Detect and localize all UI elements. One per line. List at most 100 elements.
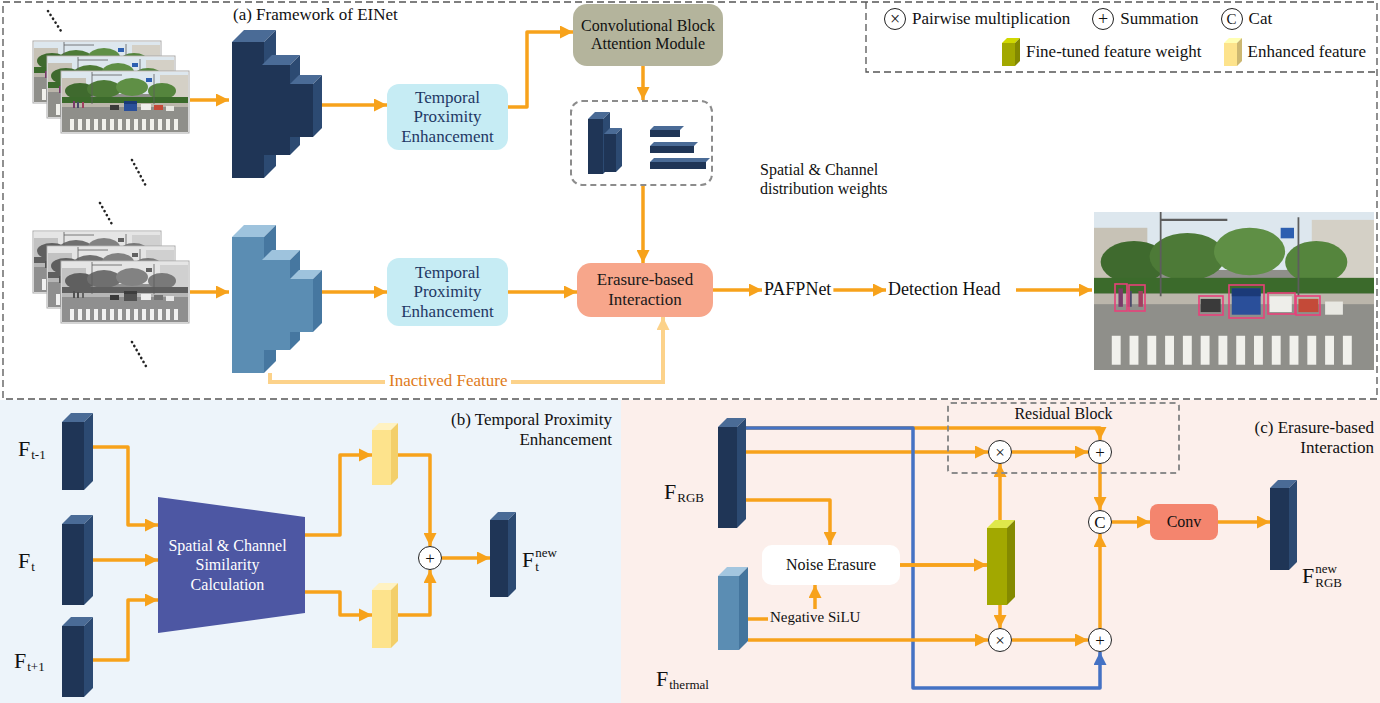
block-front-face	[1224, 43, 1237, 66]
node-text: +	[1095, 444, 1105, 461]
block-side-face	[84, 617, 93, 697]
residual-block-region: Residual Block × +	[947, 402, 1180, 474]
subscript: t	[31, 560, 35, 574]
flow-arrow	[900, 565, 1000, 628]
superscript: new	[1315, 562, 1342, 576]
panel-label: (a) Framework of EINet	[233, 5, 398, 25]
block-front-face	[62, 422, 84, 490]
feature-block	[62, 617, 93, 697]
legend-border	[866, 2, 1377, 72]
flow-arrow	[93, 558, 158, 562]
node-text: Temporal Proximity Enhancement	[393, 88, 502, 147]
feature-symbol: F	[14, 650, 26, 672]
arrowhead	[359, 449, 987, 622]
subscript: RGB	[1315, 576, 1342, 590]
output-image	[1094, 212, 1374, 370]
block-side-face	[1015, 38, 1020, 66]
flow-arrow	[746, 450, 988, 454]
block-front-face	[62, 626, 84, 697]
panel-ground	[0, 400, 621, 703]
flow-arrow	[1098, 464, 1102, 510]
feature-map: Ft-1	[62, 413, 93, 490]
legend-symbol-circle: ×	[884, 8, 906, 30]
operator-symbol: ×	[890, 10, 900, 28]
feature-symbol: F	[664, 481, 676, 503]
subscript: t-1	[31, 448, 45, 462]
block-side-face	[1289, 480, 1297, 570]
feature-map: Ft+1	[62, 617, 93, 697]
flow-arrow	[1218, 520, 1270, 524]
feature-symbol: F	[522, 549, 534, 571]
node-text: Residual Block	[949, 405, 1178, 423]
legend-item: C Cat	[1221, 8, 1273, 30]
index-column: thermal	[669, 665, 709, 692]
trapezoid-fill	[158, 497, 305, 633]
feature-block	[1270, 480, 1297, 570]
operator-circle: +	[1088, 440, 1112, 464]
panel-label: (b) Temporal Proximity Enhancement	[420, 410, 612, 451]
flow-arrow	[746, 428, 1100, 440]
node-text: ×	[995, 444, 1005, 461]
node-text: Temporal Proximity Enhancement	[393, 263, 502, 322]
enhanced-feature-block	[372, 423, 398, 648]
feature-symbol: F	[18, 438, 30, 460]
feature-map: FnewRGB	[1270, 480, 1297, 570]
operator-circle: ×	[988, 628, 1012, 652]
legend-text: Cat	[1249, 9, 1273, 29]
legend-text: Fine-tuned feature weight	[1026, 42, 1202, 62]
subscript: t+1	[27, 660, 44, 674]
similarity-trapezoid: Spatial & Channel Similarity Calculation	[158, 497, 305, 633]
feature-block	[718, 418, 746, 528]
spacer	[677, 478, 704, 491]
feature-block	[62, 413, 93, 490]
superscript: new	[535, 546, 557, 560]
weight-blocks	[588, 112, 622, 174]
flow-arrow	[1012, 638, 1088, 642]
operator-circle: ×	[988, 440, 1012, 464]
legend-swatch	[1224, 38, 1242, 66]
index-column: t-1	[31, 435, 45, 462]
text-node: PAFPNet	[762, 279, 833, 300]
module-box: Temporal Proximity Enhancement	[387, 258, 508, 326]
text-node: Negative SiLU	[768, 609, 862, 626]
module-box: Conv	[1150, 504, 1218, 540]
flow-arrow	[746, 500, 830, 545]
node-text: Spatial & Channel distribution weights	[760, 160, 928, 198]
block-front-face	[1002, 43, 1015, 66]
operator-symbol: +	[1098, 10, 1108, 28]
flow-arrow	[508, 32, 573, 107]
feature-map: Fthermal	[718, 567, 748, 650]
feature-block	[718, 567, 748, 650]
module-box: Convolutional Block Attention Module	[573, 4, 723, 66]
node-text: Erasure-based Interaction	[583, 270, 707, 309]
flow-arrow	[1098, 534, 1102, 628]
operator-symbol: C	[1227, 12, 1237, 27]
flow-arrow	[641, 186, 645, 263]
block-side-face	[84, 413, 93, 490]
panel-label: Inactived Feature	[385, 371, 511, 391]
panel-ground	[621, 400, 1380, 703]
panel-border	[3, 2, 1377, 399]
subscript: thermal	[669, 678, 709, 692]
caption-holder: Residual Block	[949, 405, 1178, 423]
feature-label: FnewRGB	[1302, 562, 1342, 591]
feature-label: Fnewt	[522, 546, 557, 575]
feature-label: Ft	[18, 547, 35, 574]
legend-symbol-circle: +	[1092, 8, 1114, 30]
node-text: Detection Head	[888, 279, 1000, 300]
flow-arrow	[93, 447, 158, 525]
feature-label: Fthermal	[656, 665, 709, 692]
feature-block	[62, 515, 93, 605]
feature-symbol: F	[1302, 565, 1314, 587]
flow-arrow	[93, 600, 158, 660]
legend-item: ×Pairwise multiplication	[884, 8, 1070, 30]
operator-circle: +	[418, 546, 442, 570]
legend-item: Enhanced feature	[1224, 38, 1366, 66]
legend-item: +Summation	[1092, 8, 1198, 30]
skip-connection	[746, 428, 1100, 688]
legend-item: Fine-tuned feature weight	[1002, 38, 1202, 66]
legend-symbol-circle: C	[1221, 8, 1243, 30]
block-front-face	[1270, 488, 1289, 570]
subscript: RGB	[677, 491, 704, 505]
